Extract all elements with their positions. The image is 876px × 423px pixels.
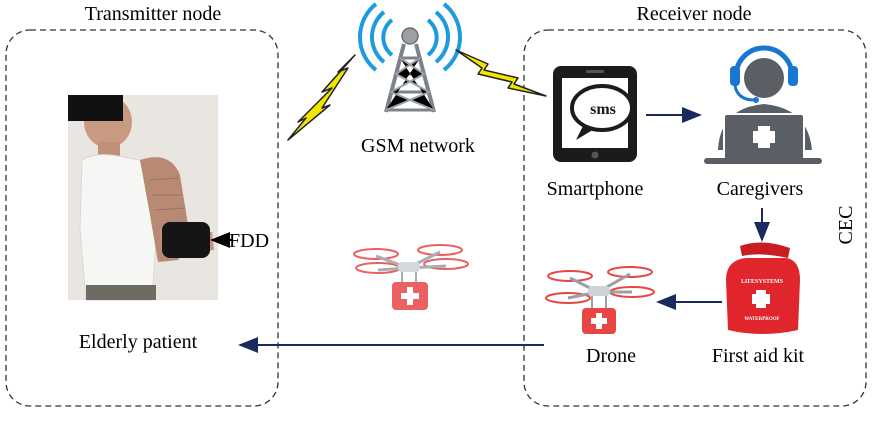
- drone-icon: [545, 266, 655, 334]
- fdd-armband: [162, 222, 210, 258]
- cec-label: CEC: [835, 206, 857, 245]
- transmitter-node-box: [5, 29, 279, 407]
- patient-photo: [68, 95, 218, 301]
- first-aid-kit-icon: LIFESYSTEMS WATERPROOF: [726, 242, 800, 334]
- fdd-label: FDD: [229, 230, 269, 252]
- first-aid-kit-label: First aid kit: [712, 345, 805, 367]
- receiver-node-box: [523, 29, 867, 407]
- left-signal-bolt: [287, 54, 356, 141]
- flying-drone-icon: [353, 244, 469, 310]
- kit-brand: LIFESYSTEMS: [741, 279, 784, 285]
- right-signal-bolt: [455, 49, 547, 97]
- smartphone-icon: sms: [553, 66, 637, 162]
- gsm-tower-icon: [358, 2, 462, 113]
- transmitter-node-title: Transmitter node: [85, 3, 222, 25]
- caregiver-icon: [704, 45, 822, 164]
- gsm-network-label: GSM network: [361, 135, 475, 157]
- sms-text: sms: [590, 101, 616, 118]
- patient-caption: Elderly patient: [79, 331, 198, 353]
- receiver-node-title: Receiver node: [637, 3, 752, 25]
- kit-subtitle: WATERPROOF: [744, 317, 779, 322]
- smartphone-label: Smartphone: [547, 178, 644, 200]
- face-censor-bar: [68, 95, 123, 121]
- drone-label: Drone: [586, 345, 636, 367]
- caregivers-label: Caregivers: [717, 178, 804, 200]
